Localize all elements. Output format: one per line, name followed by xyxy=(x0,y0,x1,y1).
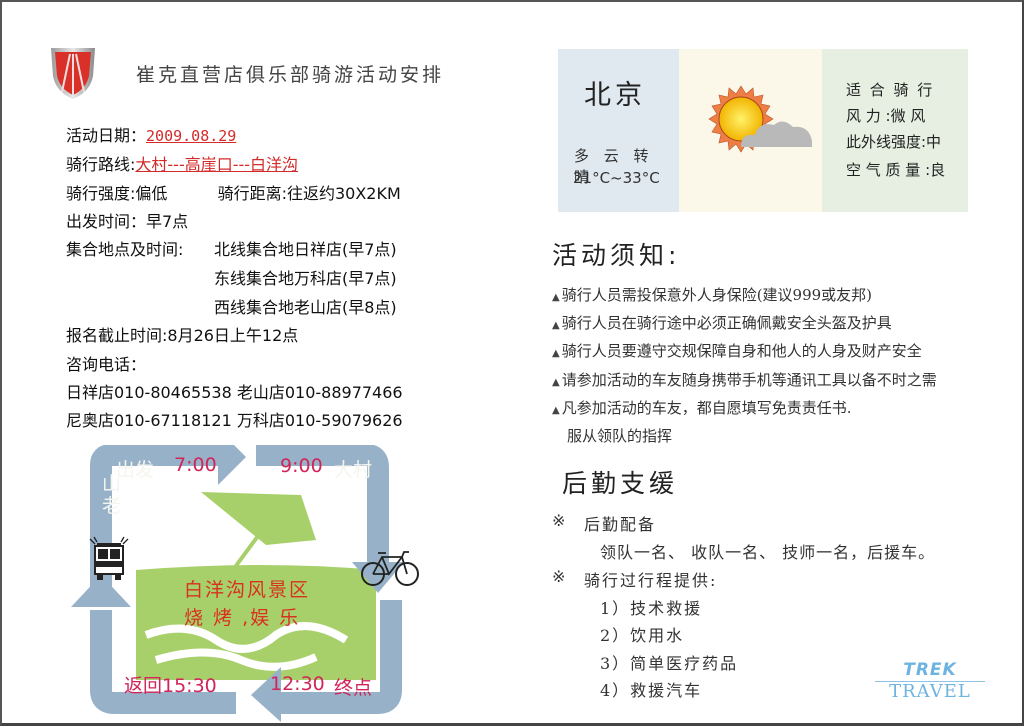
route-row: 骑行路线:大村---高崖口---白洋沟 xyxy=(66,151,298,175)
weather-air-quality: 空 气 质 量 :良 xyxy=(846,161,946,179)
route-diagram: 出发 山 老 7:00 9:00 大村 白洋沟风景区 烧 烤 ,娱 乐 返回15… xyxy=(66,445,446,725)
start-place-char-1: 山 xyxy=(102,473,122,495)
logistics-section2-title: 骑行过行程提供: xyxy=(584,571,718,590)
depart-time: 出发时间：早7点 xyxy=(66,212,189,231)
phone-line-2: 尼奥店010-67118121 万科店010-59079626 xyxy=(66,411,403,430)
scenic-area-name: 白洋沟风景区 xyxy=(184,579,311,601)
logistics-item: 1）技术救援 xyxy=(600,599,703,618)
start-place-vertical: 山 老 xyxy=(102,473,121,517)
logistics-item: 4）救援汽车 xyxy=(600,681,703,700)
start-place-label: 出发 xyxy=(116,459,155,481)
triangle-bullet-icon: ▲ xyxy=(552,292,560,303)
stop1-time-label: 9:00 xyxy=(280,455,323,477)
bicycle-icon xyxy=(361,551,419,586)
event-date-value: 2009.08.29 xyxy=(146,127,237,145)
trek-travel-logo: TREK TRAVEL xyxy=(875,660,985,702)
start-time-label: 7:00 xyxy=(174,454,217,476)
logistics-section1-title: 后勤配备 xyxy=(584,515,657,534)
contact-label: 咨询电话： xyxy=(66,355,147,374)
weather-wind: 风 力 :微 风 xyxy=(846,107,926,125)
bullet-icon: ※ xyxy=(552,511,568,530)
bus-icon xyxy=(89,536,129,580)
end-time-label: 12:30 xyxy=(270,673,325,695)
route-cycle-graphic xyxy=(71,445,404,722)
scenic-activities: 烧 烤 ,娱 乐 xyxy=(184,607,301,629)
notice-item-text: 凡参加活动的车友，都自愿填写免责责任书. xyxy=(561,399,852,417)
triangle-bullet-icon: ▲ xyxy=(552,320,560,331)
notice-item-text: 请参加活动的车友随身携带手机等通讯工具以备不时之需 xyxy=(561,371,937,389)
notice-heading: 活动须知: xyxy=(552,241,681,270)
intensity-row: 骑行强度:偏低 骑行距离:往返约30X2KM xyxy=(66,180,401,204)
triangle-bullet-icon: ▲ xyxy=(552,405,560,416)
notice-item: ▲骑行人员需投保意外人身保险(建议999或友邦) xyxy=(552,284,872,305)
weather-uv: 此外线强度:中 xyxy=(846,133,942,151)
bullet-icon: ※ xyxy=(552,567,568,586)
weather-suitability: 适 合 骑 行 xyxy=(846,81,935,99)
weather-city-panel: 北京 多 云 转 晴 21°C~33°C xyxy=(558,49,679,212)
notice-item: ▲骑行人员要遵守交规保障自身和他人的人身及财产安全 xyxy=(552,340,922,361)
weather-icon-panel xyxy=(679,49,822,212)
distance-label: 骑行距离:往返约30X2KM xyxy=(217,184,401,203)
meeting-point-north: 北线集合地日祥店(早7点) xyxy=(214,240,397,259)
notice-item: ▲请参加活动的车友随身携带手机等通讯工具以备不时之需 xyxy=(552,369,937,390)
notice-item: ▲凡参加活动的车友，都自愿填写免责责任书. xyxy=(552,397,851,418)
triangle-bullet-icon: ▲ xyxy=(552,348,560,359)
brand-line-1: TREK xyxy=(903,660,957,680)
notice-item-text: 骑行人员要遵守交规保障自身和他人的人身及财产安全 xyxy=(561,342,922,360)
intensity-label: 骑行强度:偏低 xyxy=(66,184,168,203)
brand-line-2: TRAVEL xyxy=(889,681,971,702)
notice-extra: 服从领队的指挥 xyxy=(567,427,673,445)
logistics-section1-body: 领队一名、 收队一名、 技师一名，后援车。 xyxy=(600,543,936,562)
logistics-item: 2）饮用水 xyxy=(600,626,685,645)
signup-deadline: 报名截止时间:8月26日上午12点 xyxy=(66,326,299,345)
meeting-point-east: 东线集合地万科店(早7点) xyxy=(214,269,397,288)
notice-item-text: 骑行人员需投保意外人身保险(建议999或友邦) xyxy=(561,286,873,304)
page-title: 崔克直营店俱乐部骑游活动安排 xyxy=(136,64,445,86)
meeting-point-west: 西线集合地老山店(早8点) xyxy=(214,298,397,317)
phone-line-1: 日祥店010-80465538 老山店010-88977466 xyxy=(66,383,403,402)
stop1-place-label: 大村 xyxy=(334,459,373,481)
triangle-bullet-icon: ▲ xyxy=(552,377,560,388)
return-label: 返回15:30 xyxy=(124,675,217,697)
brand-divider xyxy=(875,681,985,682)
weather-condition: 多 云 转 晴 xyxy=(574,147,654,186)
notice-item-text: 骑行人员在骑行途中必须正确佩戴安全头盔及护具 xyxy=(561,314,892,332)
route-value: 大村---高崖口---白洋沟 xyxy=(135,155,299,174)
shield-logo-icon xyxy=(51,48,95,99)
logistics-heading: 后勤支缓 xyxy=(562,469,679,498)
end-label: 终点 xyxy=(334,677,373,699)
weather-details-panel: 适 合 骑 行 风 力 :微 风 此外线强度:中 空 气 质 量 :良 xyxy=(822,49,968,212)
weather-temperature: 21°C~33°C xyxy=(573,169,660,187)
logistics-item: 3）简单医疗药品 xyxy=(600,654,739,673)
notice-item: ▲骑行人员在骑行途中必须正确佩戴安全头盔及护具 xyxy=(552,312,892,333)
partly-cloudy-icon xyxy=(708,85,812,153)
event-date-row: 活动日期：2009.08.29 xyxy=(66,122,236,146)
event-date-label: 活动日期： xyxy=(66,126,147,145)
meeting-label: 集合地点及时间: xyxy=(66,240,184,259)
route-label: 骑行路线: xyxy=(66,155,136,174)
start-place-char-2: 老 xyxy=(102,495,122,517)
weather-city: 北京 xyxy=(584,80,646,111)
